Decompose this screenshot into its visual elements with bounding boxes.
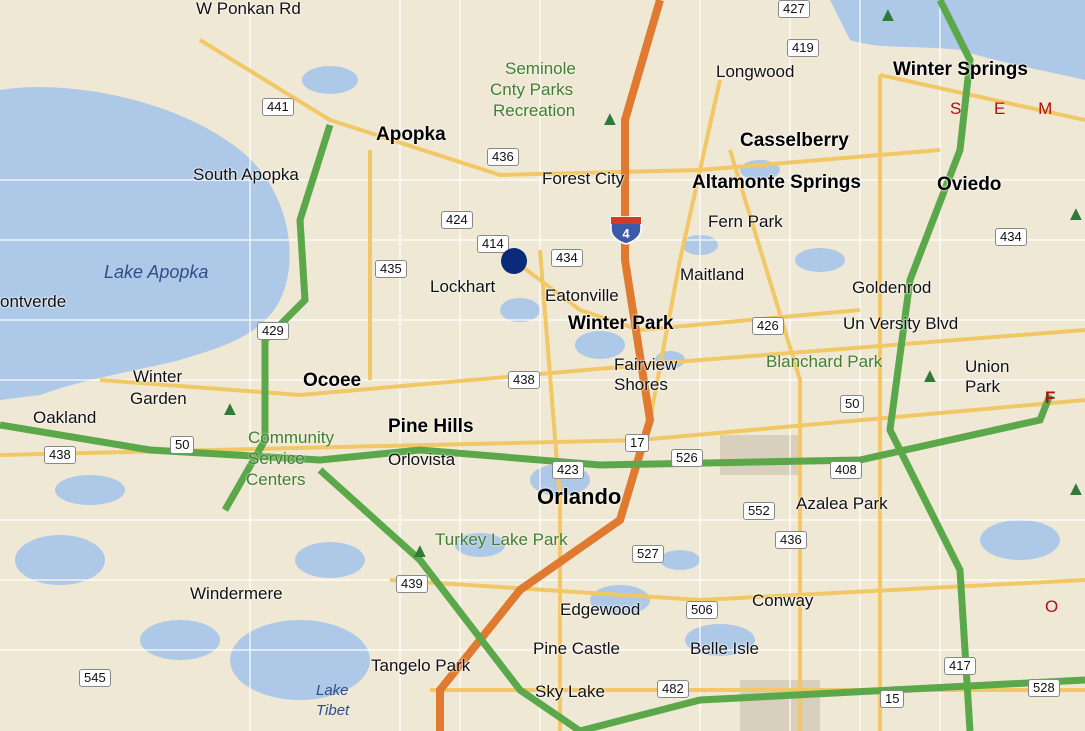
route-shield-506[interactable]: 506 [686, 601, 718, 620]
county-seminole: S E M I N [950, 99, 1085, 118]
park-tree-icon: ▲ [1066, 478, 1085, 500]
city-fern-park[interactable]: Fern Park [708, 212, 783, 231]
city-belle-isle[interactable]: Belle Isle [690, 639, 759, 658]
route-shield-436b[interactable]: 436 [775, 531, 807, 550]
route-shield-528[interactable]: 528 [1028, 679, 1060, 698]
route-shield-414[interactable]: 414 [477, 235, 509, 254]
interstate-shield-icon [610, 216, 642, 245]
city-orlovista[interactable]: Orlovista [388, 450, 456, 469]
city-fairview[interactable]: Fairview [614, 355, 678, 374]
city-winter[interactable]: Winter [133, 367, 183, 386]
park-tree-icon: ▲ [920, 365, 940, 387]
route-shield-438a[interactable]: 438 [508, 371, 540, 390]
interstate-4-shield[interactable]: 4 [609, 215, 643, 245]
city-shores[interactable]: Shores [614, 375, 668, 394]
city-maitland[interactable]: Maitland [680, 265, 745, 284]
county-orange: O R [1045, 597, 1085, 616]
park-recreation[interactable]: Recreation [493, 101, 576, 120]
road-w-ponkan-rd[interactable]: W Ponkan Rd [196, 0, 301, 18]
route-shield-424[interactable]: 424 [441, 211, 473, 230]
park-tree-icon: ▲ [878, 4, 898, 26]
city-forest-city[interactable]: Forest City [542, 169, 625, 188]
park-community[interactable]: Community [248, 428, 334, 447]
route-shield-527[interactable]: 527 [632, 545, 664, 564]
city-altamonte-springs[interactable]: Altamonte Springs [692, 172, 861, 193]
route-shield-17[interactable]: 17 [625, 434, 650, 453]
park-cnty-parks[interactable]: Cnty Parks [490, 80, 574, 99]
route-shield-436[interactable]: 436 [487, 148, 519, 167]
city-oviedo[interactable]: Oviedo [937, 174, 1002, 195]
route-shield-526[interactable]: 526 [671, 449, 703, 468]
park-centers[interactable]: Centers [246, 470, 306, 489]
park-tree-icon: ▲ [410, 540, 430, 562]
water-lake-tibet-2[interactable]: Tibet [316, 702, 350, 719]
city-pine-hills[interactable]: Pine Hills [388, 416, 474, 437]
route-shield-15[interactable]: 15 [880, 690, 905, 709]
city-pine-castle[interactable]: Pine Castle [533, 639, 620, 658]
route-shield-408[interactable]: 408 [830, 461, 862, 480]
city-ocoee[interactable]: Ocoee [303, 370, 362, 391]
park-blanchard-park[interactable]: Blanchard Park [766, 352, 883, 371]
route-shield-419[interactable]: 419 [787, 39, 819, 58]
interstate-label: 4 [622, 226, 630, 241]
route-shield-423[interactable]: 423 [552, 461, 584, 480]
city-union[interactable]: Union [965, 357, 1010, 376]
location-pin-icon[interactable] [501, 248, 527, 274]
park-turkey-lake-park[interactable]: Turkey Lake Park [435, 530, 568, 549]
county-f: F [1045, 388, 1070, 407]
city-conway[interactable]: Conway [752, 591, 814, 610]
city-windermere[interactable]: Windermere [190, 584, 283, 603]
route-shield-435[interactable]: 435 [375, 260, 407, 279]
city-eatonville[interactable]: Eatonville [545, 286, 619, 305]
city-tangelo-park[interactable]: Tangelo Park [371, 656, 471, 675]
route-shield-441[interactable]: 441 [262, 98, 294, 117]
route-shield-429[interactable]: 429 [257, 322, 289, 341]
water-lake-tibet-1[interactable]: Lake [316, 682, 349, 699]
city-sky-lake[interactable]: Sky Lake [535, 682, 605, 701]
route-shield-438b[interactable]: 438 [44, 446, 76, 465]
route-shield-50a[interactable]: 50 [170, 436, 195, 455]
city-orlando[interactable]: Orlando [537, 484, 622, 509]
city-goldenrod[interactable]: Goldenrod [852, 278, 932, 297]
city-winter-springs[interactable]: Winter Springs [893, 59, 1028, 80]
city-union-park[interactable]: Park [965, 377, 1000, 396]
route-shield-552[interactable]: 552 [743, 502, 775, 521]
route-shield-427[interactable]: 427 [778, 0, 810, 19]
park-tree-icon: ▲ [600, 108, 620, 130]
route-shield-426[interactable]: 426 [752, 317, 784, 336]
route-shield-50b[interactable]: 50 [840, 395, 865, 414]
city-south-apopka[interactable]: South Apopka [193, 165, 299, 184]
route-shield-439[interactable]: 439 [396, 575, 428, 594]
city-longwood[interactable]: Longwood [716, 62, 795, 81]
city-apopka[interactable]: Apopka [376, 124, 446, 145]
city-edgewood[interactable]: Edgewood [560, 600, 641, 619]
route-shield-545[interactable]: 545 [79, 669, 111, 688]
city-casselberry[interactable]: Casselberry [740, 130, 849, 151]
city-winter-park[interactable]: Winter Park [568, 313, 674, 334]
city-azalea-park[interactable]: Azalea Park [796, 494, 888, 513]
route-shield-482[interactable]: 482 [657, 680, 689, 699]
park-tree-icon: ▲ [220, 398, 240, 420]
road-university-blvd[interactable]: Un Versity Blvd [843, 314, 959, 333]
route-shield-417[interactable]: 417 [944, 657, 976, 676]
city-lockhart[interactable]: Lockhart [430, 277, 496, 296]
park-seminole[interactable]: Seminole [505, 59, 576, 78]
park-tree-icon: ▲ [1066, 203, 1085, 225]
route-shield-434a[interactable]: 434 [551, 249, 583, 268]
city-oakland[interactable]: Oakland [33, 408, 97, 427]
city-montverde[interactable]: ontverde [0, 292, 67, 311]
route-shield-434b[interactable]: 434 [995, 228, 1027, 247]
water-lake-apopka[interactable]: Lake Apopka [104, 262, 209, 282]
city-garden[interactable]: Garden [130, 389, 187, 408]
park-service[interactable]: Service [248, 449, 305, 468]
